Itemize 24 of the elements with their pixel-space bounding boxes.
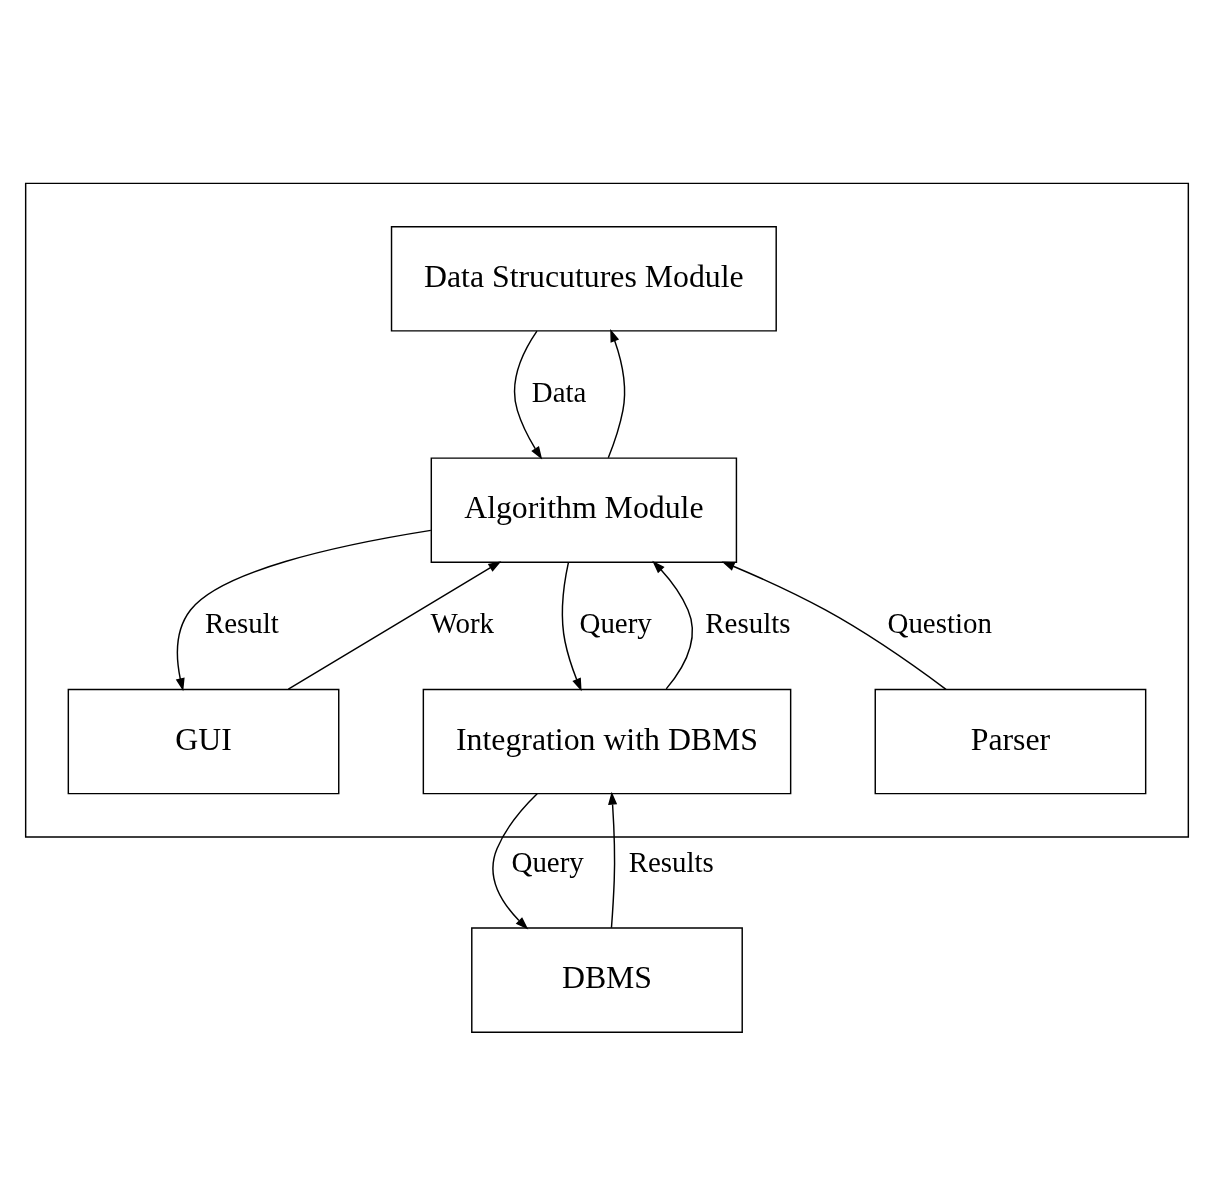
- arrow: [608, 791, 618, 928]
- arrow: [561, 561, 582, 691]
- node-box: Data Strucutures Module: [390, 225, 777, 332]
- node-box: Integration with DBMS: [422, 688, 792, 794]
- arrow: [607, 328, 626, 458]
- arrow: [721, 560, 947, 690]
- node-box: GUI: [67, 688, 340, 794]
- node-box: Parser: [874, 688, 1147, 794]
- arrow: [513, 329, 543, 459]
- edge-label: Question: [887, 606, 992, 639]
- node-box: Algorithm Module: [430, 456, 738, 563]
- edge-label: Data: [531, 375, 587, 408]
- arrow: [175, 529, 432, 691]
- arrow: [492, 792, 538, 929]
- node-box: DBMS: [471, 926, 743, 1033]
- edge-label: Work: [430, 606, 495, 639]
- edge-label: Query: [511, 845, 584, 878]
- edge-label: Results: [705, 606, 791, 639]
- arrow: [652, 560, 694, 690]
- edge-label: Result: [204, 606, 279, 639]
- edge-label: Results: [628, 845, 714, 878]
- cluster: [24, 182, 1190, 838]
- edge-label: Query: [579, 606, 652, 639]
- arrow: [287, 560, 502, 690]
